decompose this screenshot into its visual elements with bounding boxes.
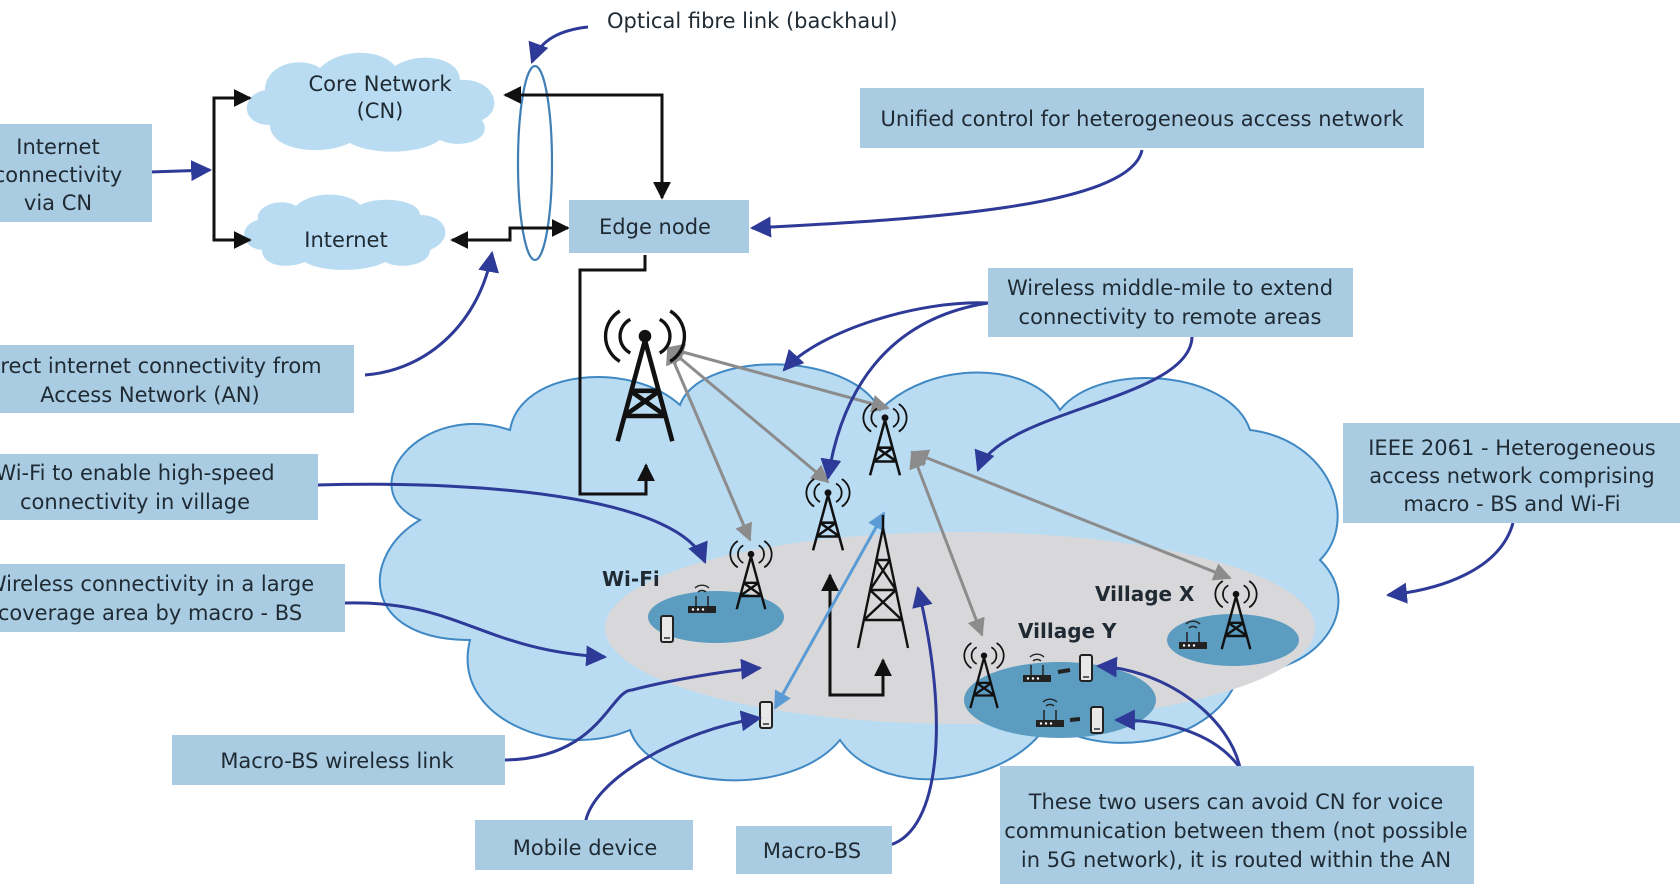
two-users-box: These two users can avoid CN for voice c… <box>1000 766 1474 884</box>
ieee-line2: access network comprising <box>1369 464 1654 488</box>
internet-via-cn-line2: connectivity <box>0 163 122 187</box>
unified-control-box: Unified control for heterogeneous access… <box>860 88 1424 148</box>
direct-internet-box: Direct internet connectivity from Access… <box>0 345 354 413</box>
macro-bs-link-box: Macro-BS wireless link <box>172 735 505 785</box>
wifi-village-box: Wi-Fi to enable high-speed connectivity … <box>0 454 318 520</box>
mobile-phone-icon <box>759 701 773 729</box>
lattice-tower-icon <box>856 515 910 649</box>
internet-via-cn-box: Internet connectivity via CN <box>0 124 152 222</box>
ieee-line1: IEEE 2061 - Heterogeneous <box>1368 436 1656 460</box>
edge-node-label: Edge node <box>599 215 711 239</box>
direct-internet-line1: Direct internet connectivity from <box>0 354 322 378</box>
optical-fibre-callout: Optical fibre link (backhaul) <box>607 9 898 33</box>
direct-internet-line2: Access Network (AN) <box>40 383 259 407</box>
macro-bs-box: Macro-BS <box>736 826 892 874</box>
village-x-disk <box>1167 614 1299 666</box>
mobile-device-label: Mobile device <box>513 836 658 860</box>
village-y-disk <box>964 662 1156 738</box>
macro-bs-label: Macro-BS <box>763 839 861 863</box>
mobile-phone-icon <box>1090 706 1104 734</box>
mobile-phone-icon <box>660 615 674 643</box>
wireless-macro-line2: coverage area by macro - BS <box>0 601 302 625</box>
internet-cloud: Internet <box>244 194 446 270</box>
macro-bs-link-label: Macro-BS wireless link <box>220 749 454 773</box>
core-network-label: Core Network <box>309 72 453 96</box>
core-network-abbrev: (CN) <box>357 99 404 123</box>
wifi-village-line1: Wi-Fi to enable high-speed <box>0 461 275 485</box>
link-dash <box>1069 717 1081 722</box>
optical-fibre-label: Optical fibre link (backhaul) <box>607 9 898 33</box>
wifi-label: Wi-Fi <box>602 567 660 591</box>
access-network-cloud <box>378 363 1340 782</box>
two-users-line1: These two users can avoid CN for voice <box>1028 790 1444 814</box>
two-users-line3: in 5G network), it is routed within the … <box>1021 848 1451 872</box>
middle-mile-box: Wireless middle-mile to extend connectiv… <box>988 268 1353 337</box>
middle-mile-line2: connectivity to remote areas <box>1019 305 1322 329</box>
village-y-label: Village Y <box>1018 619 1117 643</box>
internet-via-cn-line3: via CN <box>24 191 92 215</box>
ieee-box: IEEE 2061 - Heterogeneous access network… <box>1343 423 1680 523</box>
wireless-macro-box: Wireless connectivity in a large coverag… <box>0 564 345 632</box>
unified-control-label: Unified control for heterogeneous access… <box>880 107 1404 131</box>
mobile-device-box: Mobile device <box>475 820 693 870</box>
ieee-line3: macro - BS and Wi-Fi <box>1403 492 1620 516</box>
village-x-label: Village X <box>1095 582 1195 606</box>
mobile-phone-icon <box>1079 654 1093 682</box>
middle-mile-line1: Wireless middle-mile to extend <box>1007 276 1333 300</box>
link-dash <box>1057 668 1071 674</box>
blue-callout-arrows <box>149 25 1515 847</box>
internet-via-cn-line1: Internet <box>16 135 99 159</box>
wireless-macro-line1: Wireless connectivity in a large <box>0 572 314 596</box>
core-network-cloud: Core Network (CN) <box>246 52 495 152</box>
two-users-line2: communication between them (not possible <box>1004 819 1467 843</box>
wifi-disk <box>648 591 784 643</box>
wifi-village-line2: connectivity in village <box>20 490 250 514</box>
internet-label: Internet <box>304 228 387 252</box>
edge-node-box: Edge node <box>569 200 749 253</box>
